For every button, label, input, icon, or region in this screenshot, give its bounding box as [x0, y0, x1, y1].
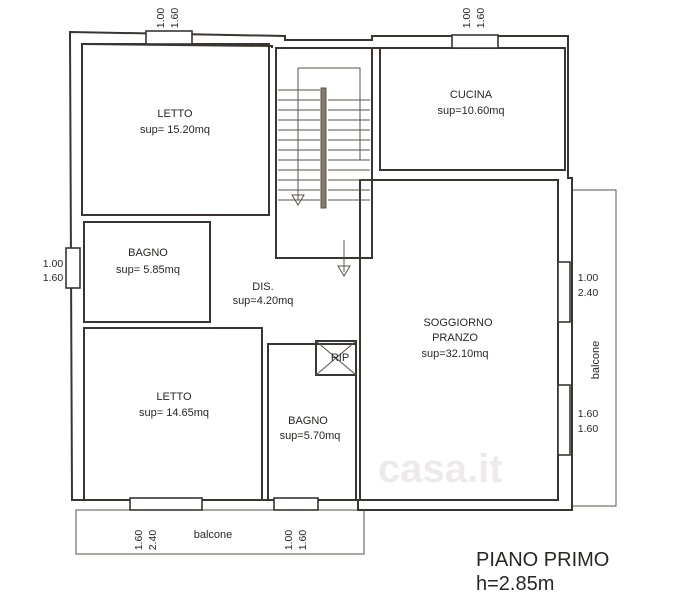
room-bagno-1	[83, 221, 211, 323]
ceiling-height: h=2.85m	[476, 573, 554, 595]
balcony-label: balcone	[590, 341, 602, 380]
room-soggiorno	[359, 179, 559, 501]
staircase	[278, 67, 370, 277]
room-area: sup=4.20mq	[233, 295, 294, 307]
opening-dim: 1.60	[297, 530, 309, 551]
room-ripostiglio	[315, 340, 357, 376]
watermark: casa.it	[378, 447, 503, 491]
room-area: sup=5.70mq	[280, 430, 341, 442]
opening-dim: 1.60	[169, 8, 181, 29]
opening-dim: 1.60	[133, 530, 145, 551]
room-area: sup=32.10mq	[422, 348, 489, 360]
room-name: BAGNO	[288, 415, 328, 427]
room-name: DIS.	[252, 281, 273, 293]
opening-dim: 1.00	[578, 272, 599, 284]
opening-dim: 1.00	[155, 8, 167, 29]
opening-dim: 1.60	[578, 423, 599, 435]
room-area: sup= 5.85mq	[116, 264, 180, 276]
room-area: sup= 15.20mq	[140, 124, 210, 136]
opening-dim: 1.60	[43, 272, 64, 284]
room-name: LETTO	[157, 108, 193, 120]
room-name: SOGGIORNO	[423, 317, 493, 329]
balcony-bottom	[75, 509, 365, 555]
opening-dim: 1.60	[578, 408, 599, 420]
opening-dim: 1.60	[475, 8, 487, 29]
room-area: sup= 14.65mq	[139, 407, 209, 419]
room-name-2: PRANZO	[432, 332, 478, 344]
room-area: sup=10.60mq	[438, 105, 505, 117]
opening-dim: 1.00	[461, 8, 473, 29]
room-name: CUCINA	[450, 89, 493, 101]
opening-dim: 2.40	[578, 287, 599, 299]
opening-dim: 1.00	[43, 258, 64, 270]
plan-title: PIANO PRIMO	[476, 549, 609, 571]
room-name: BAGNO	[128, 247, 168, 259]
stairwell	[275, 47, 373, 259]
opening-dim: 2.40	[147, 530, 159, 551]
room-name: LETTO	[156, 391, 192, 403]
opening-dim: 1.00	[283, 530, 295, 551]
room-name: RIP	[331, 352, 349, 364]
balcony-label: balcone	[194, 529, 233, 541]
windows	[65, 30, 571, 511]
